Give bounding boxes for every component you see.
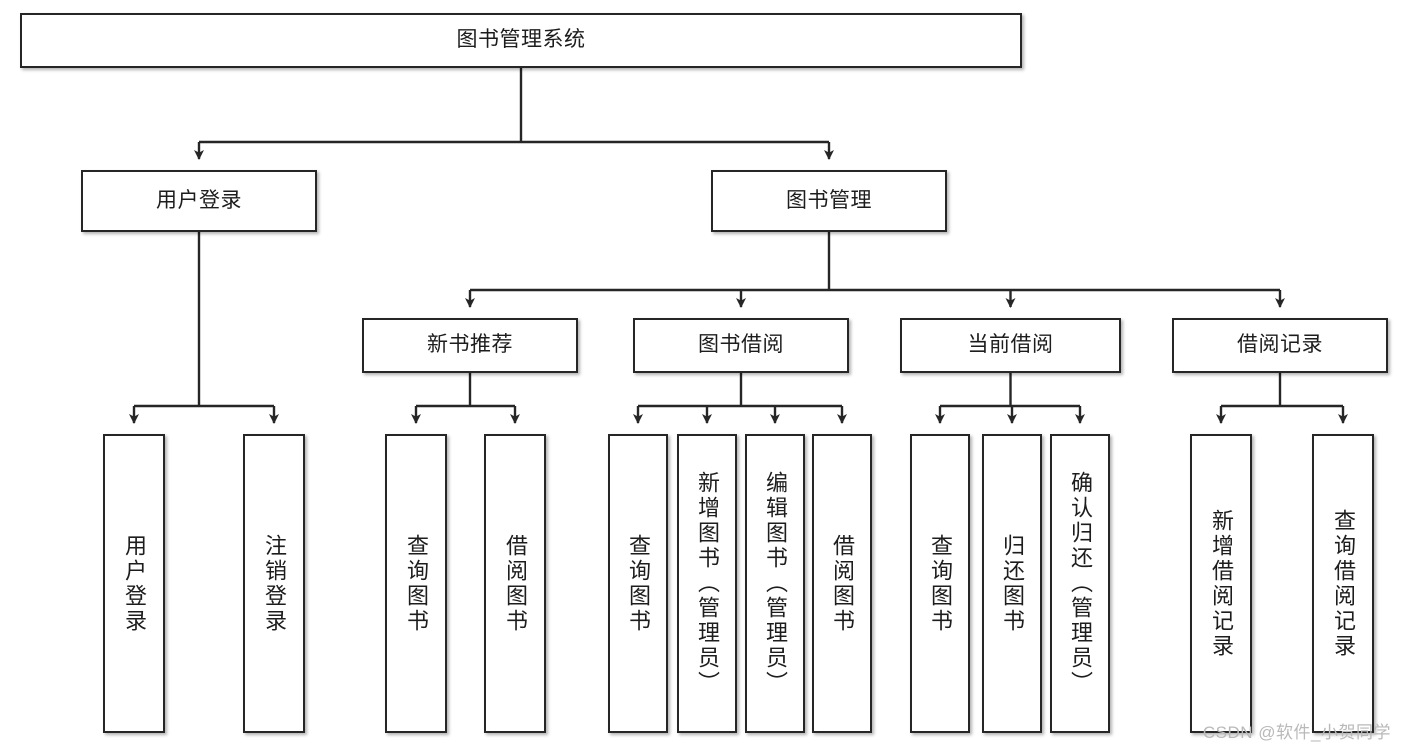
edge-group [129, 68, 1348, 424]
node-leaf-login-2[interactable]: 注销登录 [243, 434, 305, 733]
node-leaf-cur-3[interactable]: 确认归还（管理员） [1050, 434, 1110, 733]
node-current[interactable]: 当前借阅 [900, 318, 1121, 373]
node-label: 图书管理 [786, 188, 872, 212]
node-label: 编辑图书（管理员） [763, 471, 788, 696]
node-leaf-new-2[interactable]: 借阅图书 [484, 434, 546, 733]
node-login[interactable]: 用户登录 [81, 170, 317, 232]
node-leaf-new-1[interactable]: 查询图书 [385, 434, 447, 733]
node-leaf-rec-1[interactable]: 新增借阅记录 [1190, 434, 1252, 733]
node-bookmgmt[interactable]: 图书管理 [711, 170, 947, 232]
node-label: 确认归还（管理员） [1068, 471, 1093, 696]
node-leaf-bor-1[interactable]: 查询图书 [608, 434, 668, 733]
node-label: 查询图书 [626, 533, 651, 634]
node-label: 新增图书（管理员） [695, 471, 720, 696]
node-leaf-bor-4[interactable]: 借阅图书 [812, 434, 872, 733]
node-label: 借阅图书 [830, 533, 855, 634]
node-label: 图书管理系统 [456, 28, 586, 52]
node-records[interactable]: 借阅记录 [1172, 318, 1388, 373]
node-label: 查询图书 [928, 533, 953, 634]
node-leaf-bor-2[interactable]: 新增图书（管理员） [677, 434, 737, 733]
node-leaf-bor-3[interactable]: 编辑图书（管理员） [745, 434, 805, 733]
node-label: 新书推荐 [427, 333, 513, 357]
node-label: 新增借阅记录 [1209, 508, 1234, 659]
node-leaf-rec-2[interactable]: 查询借阅记录 [1312, 434, 1374, 733]
node-label: 用户登录 [122, 533, 147, 634]
node-leaf-cur-1[interactable]: 查询图书 [910, 434, 970, 733]
node-label: 图书借阅 [698, 333, 784, 357]
node-label: 查询借阅记录 [1331, 508, 1356, 659]
node-label: 用户登录 [156, 188, 242, 212]
node-borrow[interactable]: 图书借阅 [633, 318, 849, 373]
node-leaf-cur-2[interactable]: 归还图书 [982, 434, 1042, 733]
node-label: 查询图书 [404, 533, 429, 634]
node-newbook[interactable]: 新书推荐 [362, 318, 578, 373]
node-root[interactable]: 图书管理系统 [20, 13, 1022, 68]
node-leaf-login-1[interactable]: 用户登录 [103, 434, 165, 733]
node-label: 借阅记录 [1237, 333, 1323, 357]
node-label: 归还图书 [1000, 533, 1025, 634]
node-label: 注销登录 [262, 533, 287, 634]
node-label: 当前借阅 [967, 333, 1054, 357]
node-label: 借阅图书 [503, 533, 528, 634]
